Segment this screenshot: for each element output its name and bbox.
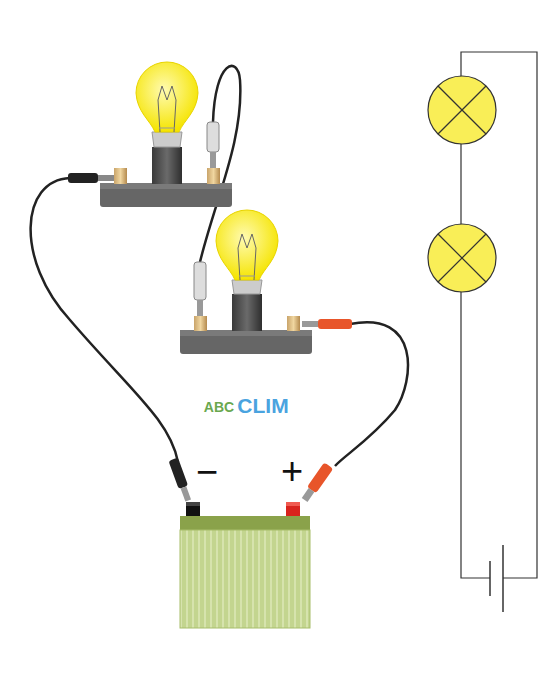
wire	[335, 322, 408, 466]
lamp-symbol	[428, 224, 496, 292]
terminal-sign: −	[196, 453, 218, 491]
terminal-sign: +	[281, 452, 303, 490]
watermark: ABC	[204, 400, 234, 414]
watermark: CLIM	[237, 395, 288, 416]
lamp-symbol	[428, 76, 496, 144]
lamp	[180, 210, 312, 354]
wire	[31, 178, 178, 462]
battery	[180, 502, 310, 628]
plug	[168, 457, 333, 503]
schematic	[428, 52, 537, 612]
lamp	[100, 62, 232, 207]
plug	[68, 122, 219, 183]
plug	[194, 262, 352, 329]
